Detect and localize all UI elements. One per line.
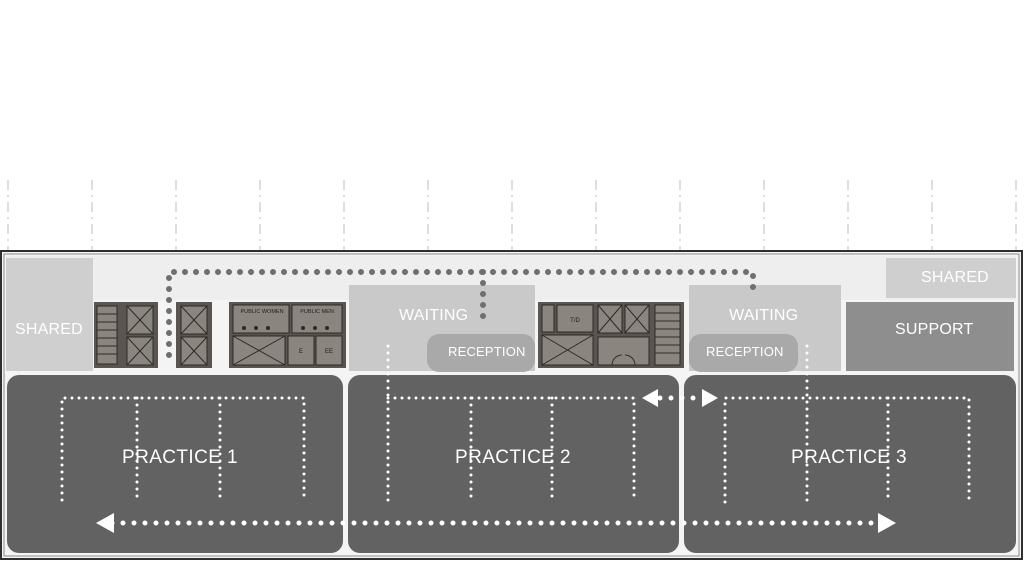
route-arrows bbox=[96, 389, 896, 533]
practice-label-1: PRACTICE 1 bbox=[122, 447, 238, 468]
core-left bbox=[94, 302, 158, 368]
shared-left-zone bbox=[6, 258, 93, 371]
waiting-label-2: WAITING bbox=[729, 307, 799, 324]
core-left-2 bbox=[176, 302, 212, 368]
arrow-left-icon bbox=[642, 389, 658, 407]
practice-path bbox=[60, 344, 971, 504]
td-room-label: T/D bbox=[570, 318, 580, 324]
core-restrooms: PUBLIC WOMEN PUBLIC MEN E EE bbox=[229, 302, 346, 368]
ee-room-label: EE bbox=[325, 349, 333, 355]
practice-label-3: PRACTICE 3 bbox=[791, 447, 907, 468]
support-zone bbox=[846, 302, 1014, 371]
arrow-left-icon bbox=[96, 513, 114, 533]
grid-lines bbox=[7, 180, 1017, 250]
core-right: T/D bbox=[538, 302, 684, 368]
shared-right-zone bbox=[886, 258, 1016, 298]
practice-zone-2 bbox=[348, 375, 679, 553]
arrow-right-icon bbox=[702, 389, 718, 407]
building-inner-outline bbox=[3, 253, 1020, 557]
shared-left-label: SHARED bbox=[15, 321, 83, 338]
practice-label-2: PRACTICE 2 bbox=[455, 447, 571, 468]
shared-right-label: SHARED bbox=[921, 269, 989, 286]
reception-desk-1 bbox=[427, 334, 535, 372]
main-route bbox=[109, 395, 883, 526]
reception-label-1: RECEPTION bbox=[448, 344, 526, 359]
arrow-right-icon bbox=[878, 513, 896, 533]
public-men-label: PUBLIC MEN bbox=[300, 309, 334, 315]
corridor-path bbox=[166, 269, 756, 358]
practice-zone-3 bbox=[684, 375, 1016, 553]
public-women-label: PUBLIC WOMEN bbox=[240, 309, 283, 315]
e-room-label: E bbox=[299, 349, 303, 355]
reception-label-2: RECEPTION bbox=[706, 344, 784, 359]
practice-zone-1 bbox=[7, 375, 343, 553]
reception-desk-2 bbox=[689, 334, 798, 372]
waiting-label-1: WAITING bbox=[399, 307, 469, 324]
support-label: SUPPORT bbox=[895, 321, 974, 338]
